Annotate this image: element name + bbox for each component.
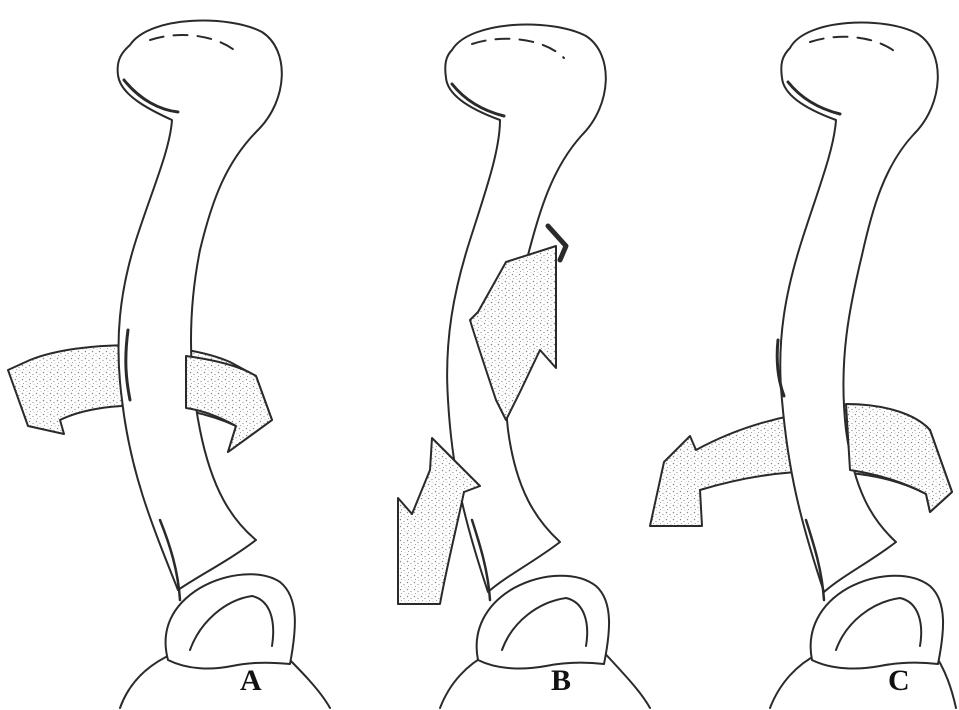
panel-label-a: A [240, 666, 262, 696]
tooth-crown-c [811, 576, 943, 669]
bone-c [780, 22, 938, 592]
tooth-crown-a [166, 574, 295, 668]
panel-label-b: B [551, 666, 571, 696]
panel-b [398, 24, 650, 708]
tooth-crown-b [477, 576, 609, 669]
panel-a [8, 21, 330, 708]
bone-a [118, 21, 282, 590]
panel-c [650, 22, 956, 708]
panel-label-c: C [888, 666, 910, 696]
